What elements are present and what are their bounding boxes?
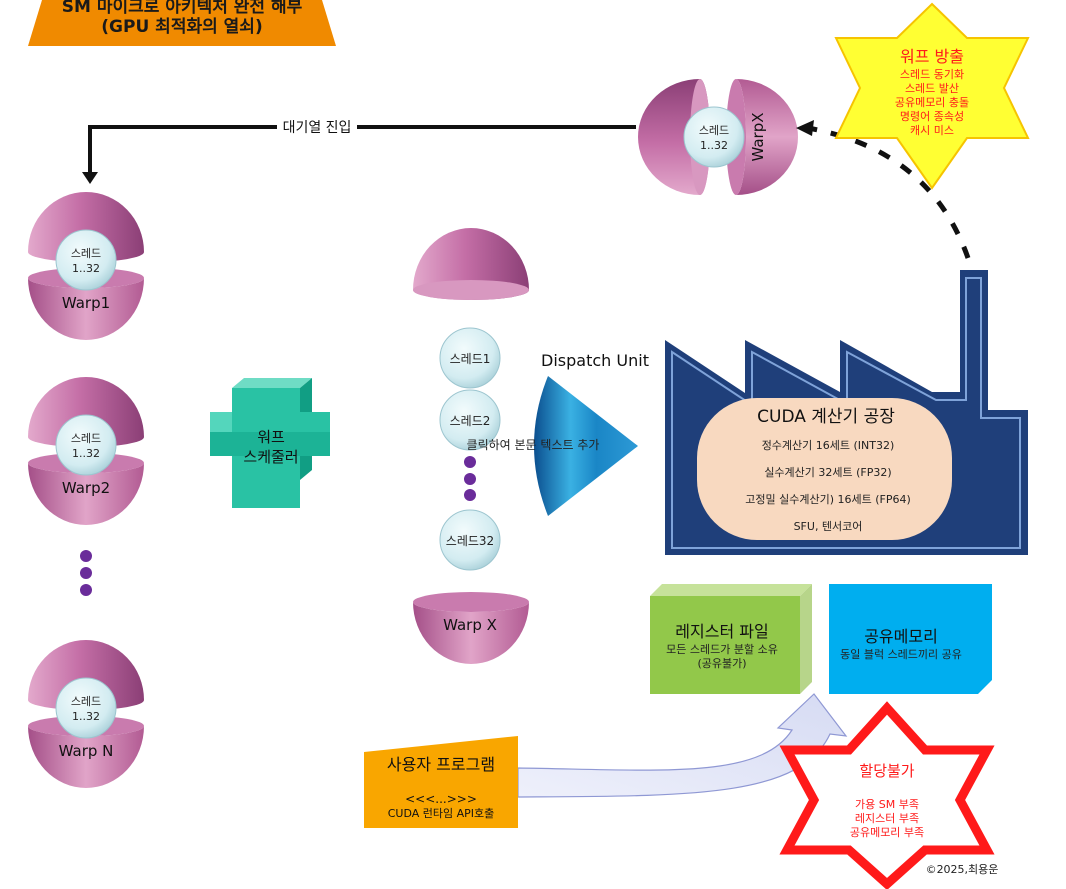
- factory-title: CUDA 계산기 공장: [757, 407, 895, 427]
- alloc-item-register: 레지스터 부족: [855, 812, 919, 825]
- register-file-line1: 모든 스레드가 분할 소유: [666, 643, 778, 656]
- user-program-brackets: <<<...>>>: [405, 792, 477, 806]
- title-line2: (GPU 최적화의 열쇠): [101, 17, 262, 37]
- thread-1-sphere: [439, 327, 501, 389]
- alloc-item-shared-mem: 공유메모리 부족: [850, 826, 924, 839]
- user-program-title: 사용자 프로그램: [387, 755, 495, 774]
- launch-arrow: [517, 693, 848, 798]
- cuda-factory: CUDA 계산기 공장 정수계산기 16세트 (INT32) 실수계산기 32세…: [665, 270, 1028, 555]
- warp-1-thread-label: 스레드: [71, 247, 101, 260]
- factory-item-int32: 정수계산기 16세트 (INT32): [762, 439, 895, 452]
- user-program[interactable]: 사용자 프로그램 <<<...>>> CUDA 런타임 API호출: [364, 736, 518, 828]
- dispatch-warp[interactable]: 스레드1 스레드2 스레드32 Warp X: [413, 228, 529, 664]
- warp-1-name: Warp1: [62, 294, 110, 312]
- register-file: 레지스터 파일 모든 스레드가 분할 소유 (공유불가): [650, 584, 812, 694]
- thread-2-label: 스레드2: [450, 414, 491, 428]
- warp-2-name: Warp2: [62, 479, 110, 497]
- eviction-star-title: 워프 방출: [900, 47, 964, 66]
- warp-x-bottom-hemisphere: [413, 592, 529, 664]
- factory-item-fp64: 고정밀 실수계산기) 16세트 (FP64): [745, 493, 911, 506]
- warp-n[interactable]: 스레드 1..32 Warp N: [28, 640, 144, 788]
- shared-memory-title: 공유메모리: [864, 627, 938, 646]
- factory-item-sfu: SFU, 텐서코어: [794, 520, 863, 533]
- copyright: ©2025,최용운: [926, 863, 999, 876]
- shared-memory: 공유메모리 동일 블럭 스레드끼리 공유: [829, 584, 992, 694]
- alloc-star-title: 할당불가: [859, 762, 914, 780]
- thread-1-label: 스레드1: [450, 352, 491, 366]
- register-file-line2: (공유불가): [697, 657, 746, 670]
- scheduler-line2: 스케줄러: [243, 448, 298, 466]
- eviction-item-divergence: 스레드 발산: [905, 82, 959, 95]
- warp-x-ejected-thread-range: 1..32: [700, 139, 728, 152]
- warp-x-ejected-sphere: [683, 106, 745, 168]
- dispatch-unit-label: Dispatch Unit: [541, 351, 649, 370]
- ellipsis-dots-left: [80, 550, 92, 596]
- warp-n-thread-label: 스레드: [71, 695, 101, 708]
- thread-32-label: 스레드32: [446, 534, 494, 548]
- warp-1-thread-range: 1..32: [72, 262, 100, 275]
- thread-32-sphere: [439, 509, 501, 571]
- alloc-item-sm: 가용 SM 부족: [855, 798, 919, 811]
- eviction-star: 워프 방출 스레드 동기화 스레드 발산 공유메모리 충돌 명령어 종속성 캐시…: [834, 2, 1030, 190]
- warp-n-thread-range: 1..32: [72, 710, 100, 723]
- user-program-subtitle: CUDA 런타임 API호출: [388, 807, 495, 820]
- alloc-fail-star: 할당불가 가용 SM 부족 레지스터 부족 공유메모리 부족: [779, 701, 995, 889]
- eviction-item-bank-conflict: 공유메모리 충돌: [895, 96, 969, 109]
- thread-2-sphere: [439, 389, 501, 451]
- warp-x-name: Warp X: [443, 616, 497, 634]
- queue-arrow: 대기열 진입: [82, 115, 636, 184]
- text-placeholder[interactable]: 클릭하여 본문 텍스트 추가: [467, 438, 600, 452]
- eviction-item-cache-miss: 캐시 미스: [910, 124, 954, 137]
- dispatch-unit[interactable]: Dispatch Unit: [534, 351, 649, 516]
- warp-1[interactable]: 스레드 1..32 Warp1: [28, 192, 144, 340]
- warp-x-top-hemisphere: [413, 228, 529, 300]
- title-line1: SM 마이크로 아키텍처 완전 해부: [62, 0, 303, 17]
- warp-n-name: Warp N: [59, 742, 114, 760]
- eviction-item-sync: 스레드 동기화: [900, 68, 964, 81]
- warp-x-ejected-thread-label: 스레드: [699, 124, 729, 137]
- register-file-title: 레지스터 파일: [675, 622, 768, 641]
- eviction-item-dependency: 명령어 종속성: [900, 110, 964, 123]
- warp-scheduler[interactable]: 워프 스케줄러: [210, 378, 330, 508]
- title-banner: SM 마이크로 아키텍처 완전 해부 (GPU 최적화의 열쇠): [28, 0, 336, 46]
- warp-x-ejected-name: WarpX: [749, 112, 767, 161]
- factory-item-fp32: 실수계산기 32세트 (FP32): [764, 466, 891, 479]
- shared-memory-line1: 동일 블럭 스레드끼리 공유: [840, 647, 962, 661]
- queue-label: 대기열 진입: [283, 120, 352, 136]
- factory-panel: [697, 398, 952, 540]
- ellipsis-dots-center: [464, 456, 476, 501]
- scheduler-line1: 워프: [257, 428, 285, 446]
- warp-2-thread-range: 1..32: [72, 447, 100, 460]
- warp-2-thread-label: 스레드: [71, 432, 101, 445]
- warp-2[interactable]: 스레드 1..32 Warp2: [28, 377, 144, 525]
